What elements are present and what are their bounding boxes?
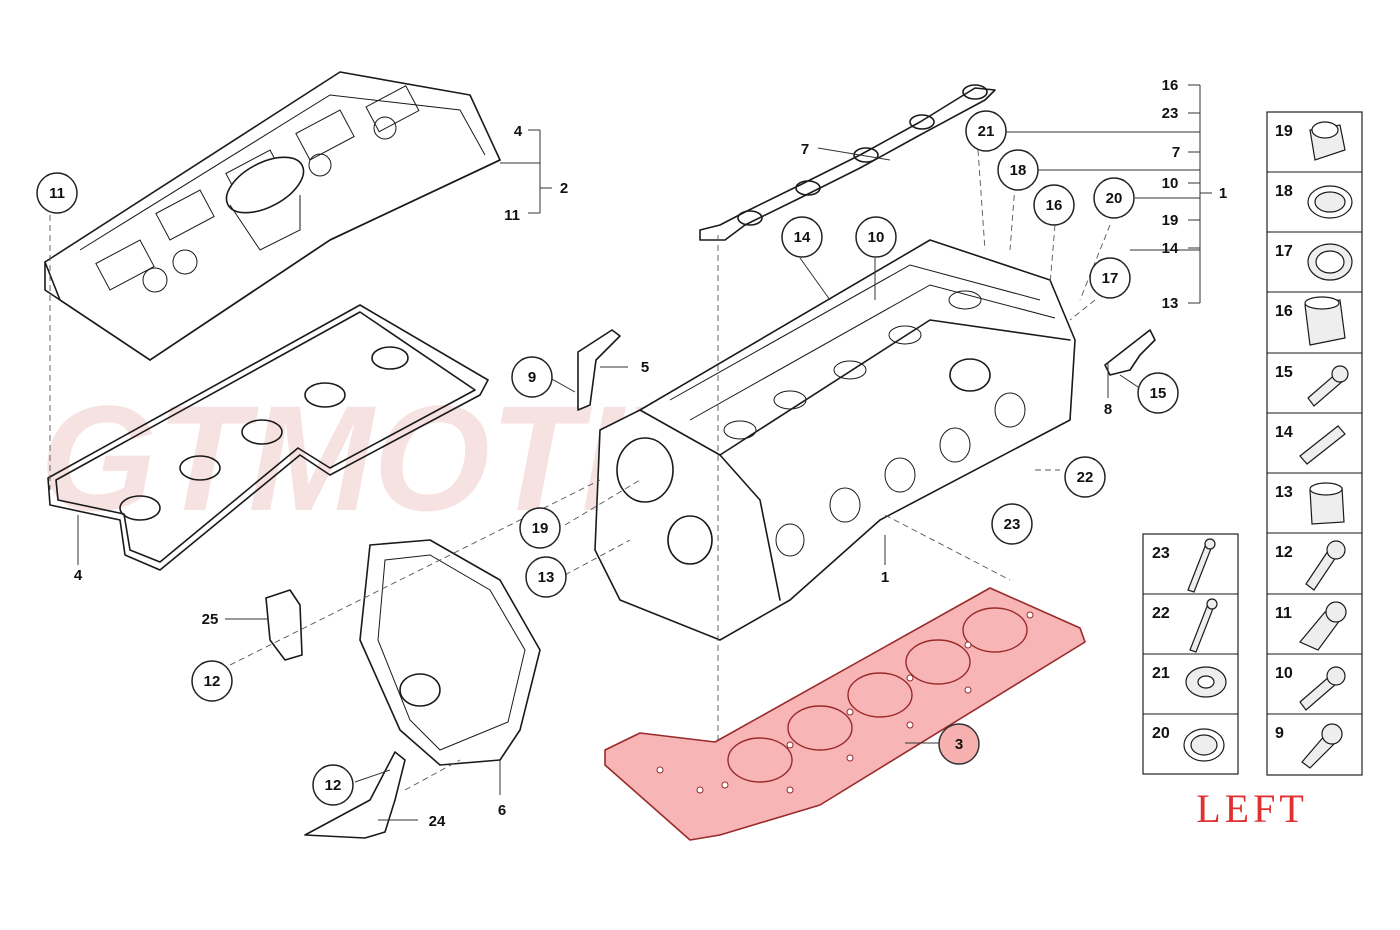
callout-10: 10 [868,229,885,246]
table-cell-label: 21 [1152,665,1170,682]
callout-18: 18 [1010,162,1027,179]
table-cell-label: 23 [1152,545,1170,562]
table-cell-label: 18 [1275,183,1293,200]
callout-19: 19 [532,520,549,537]
callout-22: 22 [1077,469,1094,486]
callout-12-lower: 12 [325,777,342,794]
assembly-item: 19 [1162,212,1179,229]
label-11: 11 [504,207,520,224]
assembly-item: 16 [1162,77,1179,94]
table-cell-label: 19 [1275,123,1293,140]
table-cell-label: 12 [1275,544,1293,561]
table-cell-label: 10 [1275,665,1293,682]
callout-16: 16 [1046,197,1063,214]
callout-20: 20 [1106,190,1123,207]
label-8: 8 [1104,401,1112,418]
table-cell-label: 17 [1275,243,1293,260]
table-cell-label: 9 [1275,725,1284,742]
table-cell-label: 22 [1152,605,1170,622]
table-cell-label: 14 [1275,424,1293,441]
cylinder-head [594,239,1076,641]
callout-11: 11 [49,185,65,202]
table-cell-label: 16 [1275,303,1293,320]
cover-gasket [47,304,489,571]
label-25: 25 [202,611,219,628]
label-5: 5 [641,359,649,376]
assembly-item: 10 [1162,175,1179,192]
callout-14: 14 [794,229,811,246]
label-24: 24 [429,813,446,830]
callout-15: 15 [1150,385,1167,402]
table-cell-label: 15 [1275,364,1293,381]
label-7: 7 [801,141,809,158]
label-6: 6 [498,802,506,819]
side-label: LEFT [1196,786,1308,831]
callout-9: 9 [528,369,536,386]
assembly-item: 13 [1162,295,1179,312]
table-cell-label: 13 [1275,484,1293,501]
intake-gasket [699,84,996,241]
assembly-item: 14 [1162,240,1179,257]
table-cell-label: 11 [1275,605,1292,622]
bracket-5 [577,329,621,411]
callout-3: 3 [955,736,963,753]
callout-13: 13 [538,569,555,586]
fastener-table-right: 19 18 17 16 15 14 13 12 11 10 9 [1266,111,1363,776]
fastener-table-left: 23 22 21 20 [1142,533,1239,775]
label-4-top: 4 [514,123,523,140]
bracket-25 [265,589,303,661]
callout-23: 23 [1004,516,1021,533]
callout-17: 17 [1102,270,1119,287]
bracket-8 [1104,329,1156,376]
assembly-item: 23 [1162,105,1179,122]
callout-12-upper: 12 [204,673,221,690]
label-1-head: 1 [881,569,889,586]
label-1-assembly: 1 [1219,185,1227,202]
bracket-24 [304,751,406,839]
callout-21: 21 [978,123,995,140]
table-cell-label: 20 [1152,725,1170,742]
cylinder-head-cover [44,71,501,361]
plain-labels: 4 2 11 4 5 7 8 1 1 6 25 24 16 23 7 10 19… [74,77,1227,830]
label-2: 2 [560,180,568,197]
timing-cover [359,539,541,766]
label-4-bottom: 4 [74,567,83,584]
callouts: 11 14 10 16 17 18 20 21 22 23 9 19 13 12… [36,110,1179,806]
head-gasket [604,587,1086,841]
assembly-item: 7 [1172,144,1180,161]
